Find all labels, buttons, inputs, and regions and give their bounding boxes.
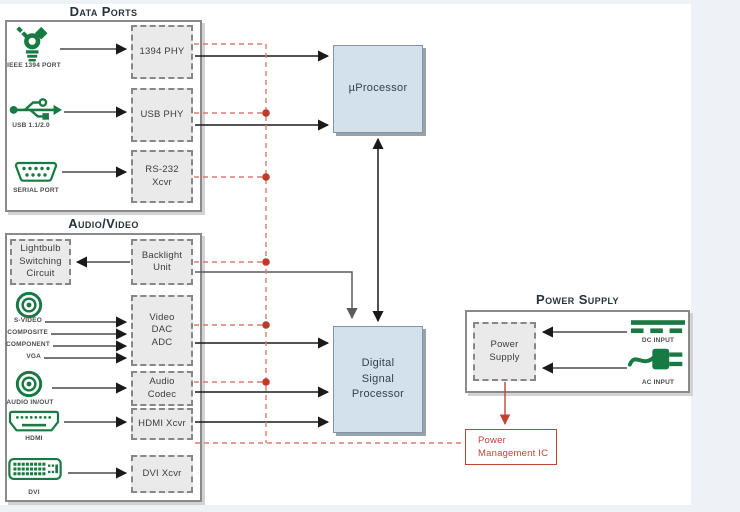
- serial-port-label: SERIAL PORT: [13, 187, 59, 194]
- rca-jack-icon: [15, 291, 43, 319]
- block-usb-phy: USB PHY: [131, 88, 193, 142]
- ieee1394-port-label: IEEE 1394 PORT: [7, 62, 61, 69]
- dvi-label: DVI: [28, 489, 40, 496]
- audio-in-out-label: AUDIO IN/OUT: [6, 399, 54, 406]
- composite-label: COMPOSITE: [7, 329, 48, 336]
- serial-port-icon: [14, 158, 58, 186]
- firewire-icon: [12, 26, 56, 62]
- block-hdmi-xcvr: HDMI Xcvr: [131, 408, 193, 440]
- block-lightbulb-switching-circuit: Lightbulb Switching Circuit: [10, 239, 71, 285]
- vga-label: VGA: [26, 353, 41, 360]
- block-power-supply: Power Supply: [473, 322, 536, 381]
- dvi-connector-icon: [8, 456, 62, 482]
- data-ports-title: Data Ports: [69, 4, 138, 19]
- dc-symbol-icon: [631, 318, 685, 334]
- block-rs232-xcvr: RS-232 Xcvr: [131, 150, 193, 203]
- block-video-dac-adc: Video DAC ADC: [131, 295, 193, 366]
- audio-video-title: Audio/Video: [68, 216, 139, 231]
- block-backlight-unit: Backlight Unit: [131, 239, 193, 285]
- component-label: COMPONENT: [5, 341, 50, 348]
- audio-jack-icon: [15, 370, 43, 398]
- usb-icon: [8, 96, 62, 122]
- hdmi-label: HDMI: [25, 435, 43, 442]
- dc-input-label: DC INPUT: [641, 337, 675, 344]
- power-supply-title: Power Supply: [536, 292, 619, 307]
- block-dvi-xcvr: DVI Xcvr: [131, 455, 193, 493]
- s-video-label: S-VIDEO: [13, 317, 42, 324]
- block-1394-phy: 1394 PHY: [131, 25, 193, 79]
- block-power-management-ic: Power Management IC: [465, 429, 557, 465]
- block-audio-codec: Audio Codec: [131, 371, 193, 406]
- hdmi-connector-icon: [8, 410, 60, 434]
- block-uprocessor: µProcessor: [333, 45, 423, 133]
- ac-input-label: AC INPUT: [641, 379, 675, 386]
- usb-port-label: USB 1.1/2.0: [12, 122, 50, 129]
- ac-plug-icon: [628, 344, 686, 374]
- block-digital-signal-processor: Digital Signal Processor: [333, 326, 423, 433]
